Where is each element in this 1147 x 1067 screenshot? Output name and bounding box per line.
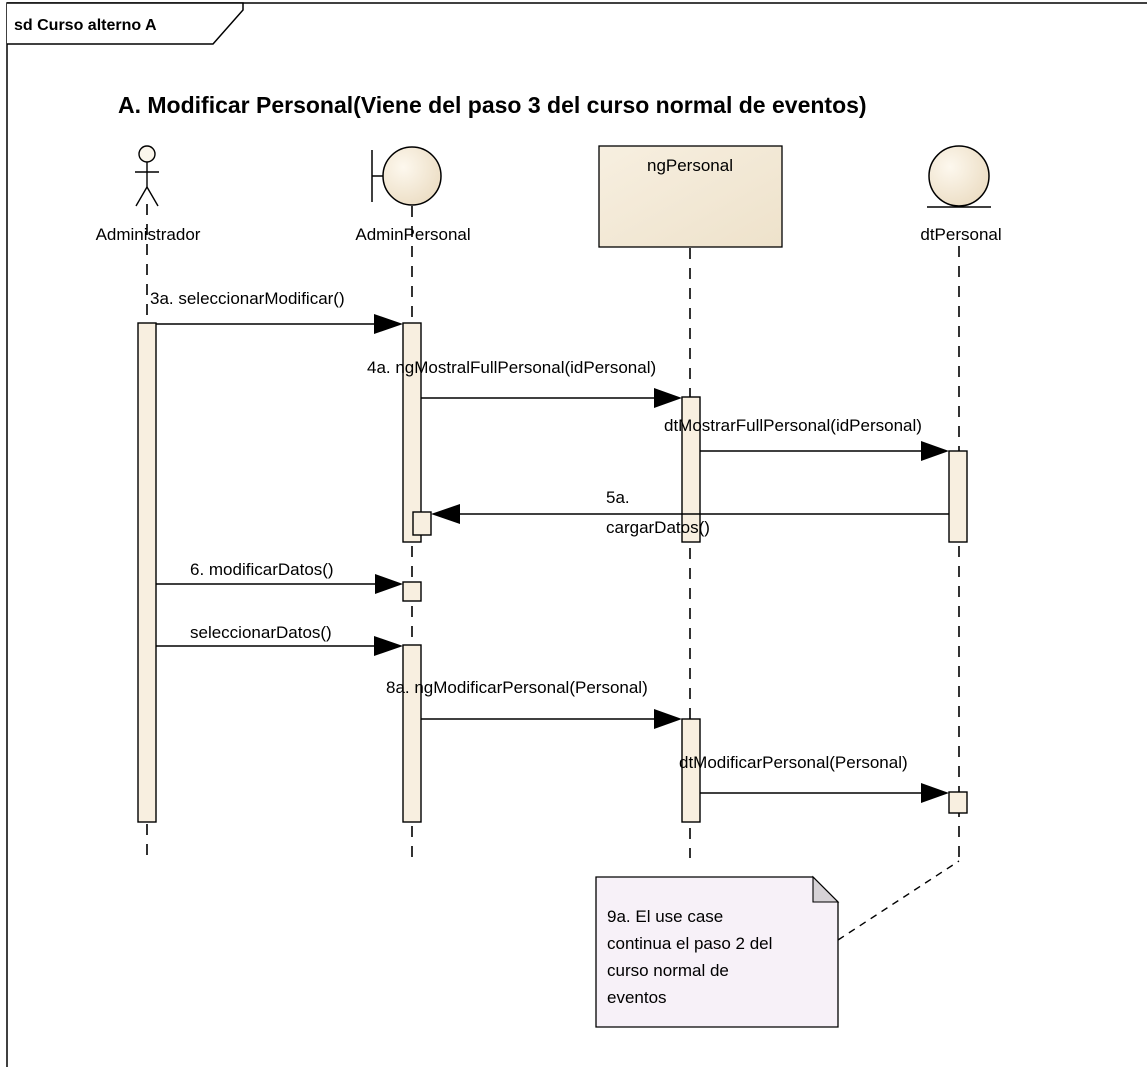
lifeline-label-administrador: Administrador: [96, 225, 201, 244]
message-4b: dtMostrarFullPersonal(idPersonal): [664, 416, 949, 461]
message-label-4b: dtMostrarFullPersonal(idPersonal): [664, 416, 922, 435]
lifeline-dtpersonal: dtPersonal: [920, 145, 1002, 244]
activation-administrador: [137, 322, 157, 823]
class-box: [598, 145, 783, 248]
note-line-1: 9a. El use case: [607, 907, 723, 926]
message-5a: 5a. cargarDatos(): [431, 488, 949, 537]
message-3a: 3a. seleccionarModificar(): [150, 289, 403, 334]
message-label-5a-line1: 5a.: [606, 488, 630, 507]
activation-adminpersonal-2: [402, 644, 422, 823]
message-label-5a-line2: cargarDatos(): [606, 518, 710, 537]
note-line-3: curso normal de: [607, 961, 729, 980]
activation-dtpersonal-1: [948, 450, 968, 543]
lifeline-label-ngpersonal: ngPersonal: [647, 156, 733, 175]
lifeline-adminpersonal: AdminPersonal: [355, 146, 471, 244]
entity-icon: [927, 145, 991, 208]
message-label-4a: 4a. ngMostralFullPersonal(idPersonal): [367, 358, 656, 377]
diagram-title: A. Modificar Personal(Viene del paso 3 d…: [118, 92, 867, 118]
message-label-8b: dtModificarPersonal(Personal): [679, 753, 908, 772]
activation-adminpersonal-self-1: [412, 511, 432, 536]
lifeline-administrador: Administrador: [96, 145, 201, 244]
note: 9a. El use case continua el paso 2 del c…: [595, 860, 960, 1028]
activation-adminpersonal-1: [402, 322, 422, 543]
message-label-8a: 8a. ngModificarPersonal(Personal): [386, 678, 648, 697]
note-line-2: continua el paso 2 del: [607, 934, 772, 953]
message-label-3a: 3a. seleccionarModificar(): [150, 289, 345, 308]
stick-figure-icon: [135, 145, 159, 207]
message-7: seleccionarDatos(): [156, 623, 403, 656]
message-4a: 4a. ngMostralFullPersonal(idPersonal): [367, 358, 682, 408]
activation-dtpersonal-2: [948, 791, 968, 814]
message-label-6: 6. modificarDatos(): [190, 560, 334, 579]
message-label-7: seleccionarDatos(): [190, 623, 332, 642]
lifeline-ngpersonal: ngPersonal: [598, 145, 783, 248]
message-8a: 8a. ngModificarPersonal(Personal): [386, 678, 682, 729]
boundary-icon: [371, 146, 442, 206]
frame-label: sd Curso alterno A: [14, 17, 157, 34]
frame: sd Curso alterno A: [6, 2, 1147, 1067]
message-8b: dtModificarPersonal(Personal): [679, 753, 949, 803]
lifeline-label-dtpersonal: dtPersonal: [920, 225, 1001, 244]
lifeline-label-adminpersonal: AdminPersonal: [355, 225, 470, 244]
note-line-4: eventos: [607, 988, 667, 1007]
activation-ngpersonal-1: [681, 396, 701, 543]
message-6: 6. modificarDatos(): [156, 560, 403, 594]
activation-ngpersonal-2: [681, 718, 701, 823]
activation-adminpersonal-self-2: [402, 581, 422, 602]
